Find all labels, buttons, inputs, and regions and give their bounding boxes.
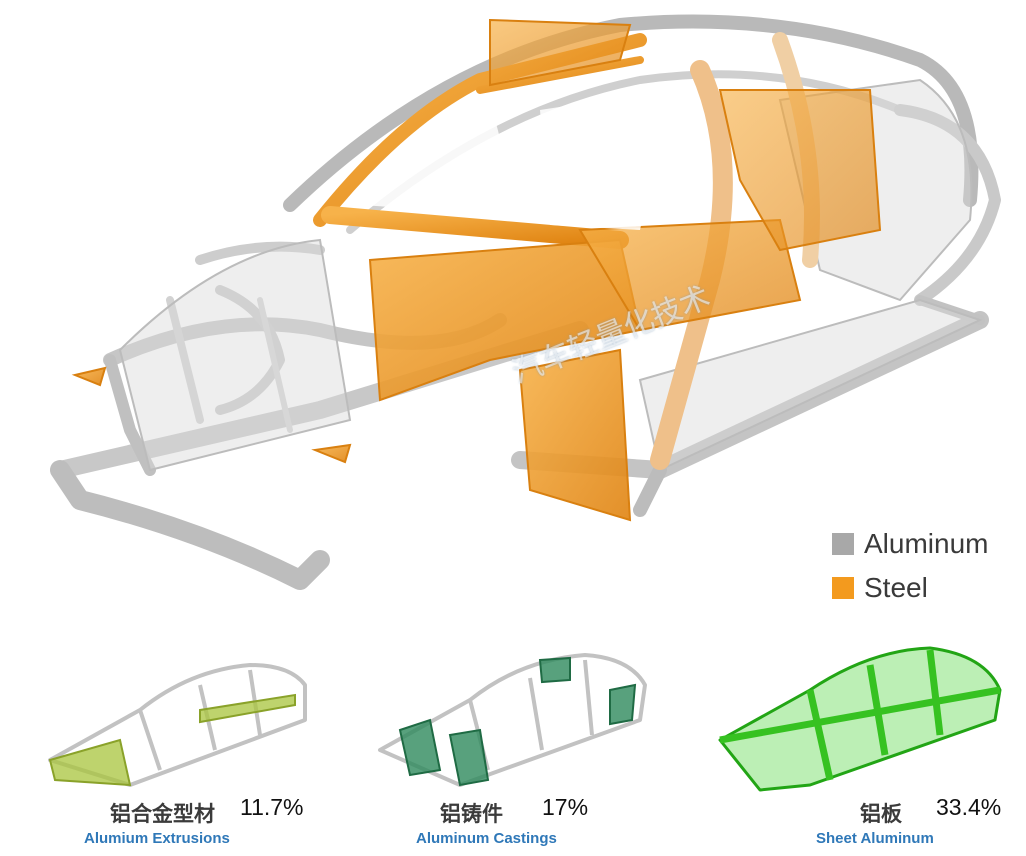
aluminum-swatch: [832, 533, 854, 555]
panel-castings: 铝铸件 17% Aluminum Castings: [370, 640, 690, 856]
material-legend: Aluminum Steel: [832, 528, 1012, 608]
label-en-sheet: Sheet Aluminum: [816, 830, 934, 847]
label-cn-sheet: 铝板: [860, 802, 902, 826]
car-body-illustration: [50, 14, 1001, 590]
pct-sheet: 33.4%: [936, 794, 1002, 820]
legend-label-steel: Steel: [864, 572, 928, 603]
label-cn-extrusions: 铝合金型材: [110, 802, 215, 826]
car-thumbnail-castings: [378, 653, 647, 787]
steel-panels: [71, 18, 882, 522]
legend-item-aluminum: Aluminum: [832, 528, 988, 560]
legend-item-steel: Steel: [832, 572, 928, 604]
panel-sheet: 铝板 33.4% Sheet Aluminum: [700, 640, 1020, 856]
aluminum-parts: [50, 14, 1001, 590]
steel-swatch: [832, 577, 854, 599]
pct-extrusions: 11.7%: [240, 794, 304, 820]
car-thumbnail-extrusions: [48, 663, 307, 787]
car-thumbnail-sheet: [718, 646, 1002, 792]
label-en-extrusions: Alumium Extrusions: [84, 830, 230, 847]
pct-castings: 17%: [542, 794, 589, 820]
panel-extrusions: 铝合金型材 11.7% Alumium Extrusions: [40, 640, 360, 856]
window-openings: [360, 90, 670, 230]
label-en-castings: Aluminum Castings: [416, 830, 557, 847]
legend-label-aluminum: Aluminum: [864, 528, 989, 559]
label-cn-castings: 铝铸件: [440, 802, 503, 826]
